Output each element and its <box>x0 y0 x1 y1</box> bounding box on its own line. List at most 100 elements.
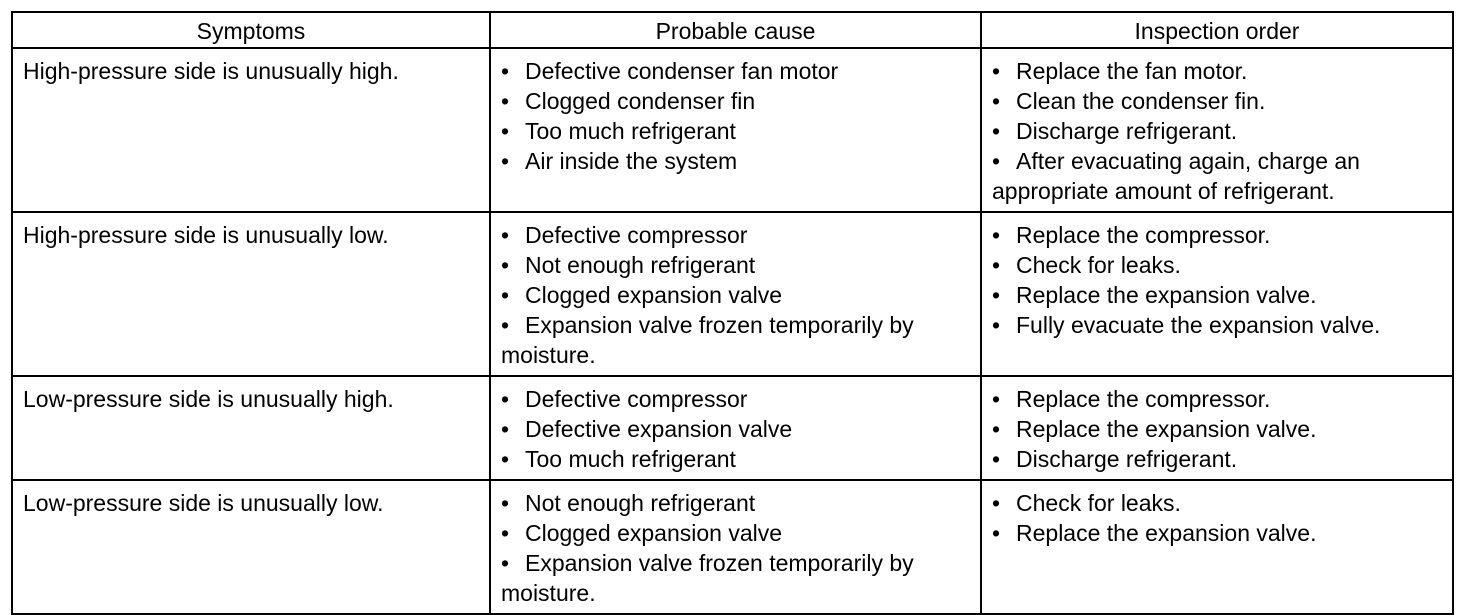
inspection-list: • Replace the fan motor. • Clean the conde… <box>992 56 1442 206</box>
bullet-icon: • <box>992 312 1001 338</box>
list-item: •Expansion valve frozen temporarily by m… <box>501 548 970 608</box>
list-item: •Defective condenser fan motor <box>501 56 970 86</box>
list-item-text: Replace the expansion valve. <box>1016 282 1317 308</box>
cause-cell: • Not enough refrigerant • Clogged expansi… <box>489 479 982 615</box>
bullet-icon: • <box>501 312 510 338</box>
list-item-text: Defective compressor <box>525 386 748 412</box>
bullet-icon: • <box>501 88 510 114</box>
list-item: • Clean the condenser fin. <box>992 86 1442 116</box>
list-item-text: Air inside the system <box>525 148 738 174</box>
symptom-cell: High-pressure side is unusually low. <box>11 211 491 377</box>
bullet-icon: • <box>501 490 510 516</box>
list-item: • Defective compressor <box>501 220 970 250</box>
header-row: Symptoms Probable cause Inspection order <box>11 11 1454 49</box>
bullet-icon: • <box>992 446 1001 472</box>
list-item: • Replace the fan motor. <box>992 56 1442 86</box>
bullet-icon: • <box>992 520 1001 546</box>
bullet-icon: • <box>501 118 510 144</box>
list-item: • Clogged condenser fin <box>501 86 970 116</box>
bullet-icon: • <box>501 520 510 546</box>
inspection-list: •Check for leaks. • Replace the expansion… <box>992 488 1442 548</box>
list-item-text: Too much refrigerant <box>525 446 736 472</box>
bullet-icon: • <box>501 252 510 278</box>
bullet-icon: • <box>992 416 1001 442</box>
list-item: • Too much refrigerant <box>501 444 970 474</box>
list-item-text: Check for leaks. <box>1016 490 1181 516</box>
list-item: • Clogged expansion valve <box>501 280 970 310</box>
table-row: Low-pressure side is unusually low. • Not… <box>11 479 1454 615</box>
list-item-text: Replace the expansion valve. <box>1016 416 1317 442</box>
bullet-icon: • <box>501 282 510 308</box>
inspection-cell: • Replace the compressor. • Check for leak… <box>980 211 1454 377</box>
bullet-icon: • <box>992 148 1001 174</box>
inspection-list: • Replace the compressor. • Replace the ex… <box>992 384 1442 474</box>
cause-cell: • Defective compressor • Not enough refrig… <box>489 211 982 377</box>
list-item: • Replace the compressor. <box>992 220 1442 250</box>
inspection-cell: •Check for leaks. • Replace the expansion… <box>980 479 1454 615</box>
header-inspection-order: Inspection order <box>980 11 1454 49</box>
list-item: • Replace the expansion valve. <box>992 280 1442 310</box>
list-item: • Too much refrigerant <box>501 116 970 146</box>
cause-cell: •Defective condenser fan motor •Clogged … <box>489 47 982 213</box>
list-item-text: Expansion valve frozen temporarily by mo… <box>501 550 914 606</box>
list-item-text: Fully evacuate the expansion valve. <box>1016 312 1381 338</box>
inspection-cell: • Replace the fan motor. • Clean the conde… <box>980 47 1454 213</box>
troubleshooting-table: Symptoms Probable cause Inspection order… <box>11 11 1454 615</box>
table-row: High-pressure side is unusually high. •D… <box>11 47 1454 213</box>
list-item-text: Replace the fan motor. <box>1016 58 1248 84</box>
bullet-icon: • <box>992 222 1001 248</box>
list-item-text: Clogged expansion valve <box>525 282 783 308</box>
list-item-text: Replace the compressor. <box>1016 386 1271 412</box>
list-item-text: Replace the compressor. <box>1016 222 1271 248</box>
list-item: • Replace the expansion valve. <box>992 414 1442 444</box>
inspection-list: • Replace the compressor. • Check for leak… <box>992 220 1442 340</box>
symptom-cell: Low-pressure side is unusually low. <box>11 479 491 615</box>
list-item: • Check for leaks. <box>992 250 1442 280</box>
list-item-text: Defective condenser fan motor <box>525 58 839 84</box>
bullet-icon: • <box>501 550 510 576</box>
list-item-text: Check for leaks. <box>1016 252 1181 278</box>
bullet-icon: • <box>992 88 1001 114</box>
list-item-text: Defective compressor <box>525 222 748 248</box>
list-item: • Fully evacuate the expansion valve. <box>992 310 1442 340</box>
bullet-icon: • <box>501 148 510 174</box>
list-item: • Not enough refrigerant <box>501 250 970 280</box>
list-item: • Not enough refrigerant <box>501 488 970 518</box>
bullet-icon: • <box>501 222 510 248</box>
cause-cell: • Defective compressor • Defective expansi… <box>489 375 982 481</box>
list-item: • Replace the compressor. <box>992 384 1442 414</box>
bullet-icon: • <box>501 446 510 472</box>
list-item: •After evacuating again, charge an appro… <box>992 146 1442 206</box>
table-row: High-pressure side is unusually low. • De… <box>11 211 1454 377</box>
list-item: • Defective compressor <box>501 384 970 414</box>
list-item-text: Discharge refrigerant. <box>1016 446 1238 472</box>
list-item-text: Too much refrigerant <box>525 118 736 144</box>
cause-list: •Defective condenser fan motor •Clogged … <box>501 56 970 176</box>
bullet-icon: • <box>501 386 510 412</box>
list-item-text: Clean the condenser fin. <box>1016 88 1266 114</box>
list-item-text: Defective expansion valve <box>525 416 793 442</box>
list-item-text: Not enough refrigerant <box>525 252 756 278</box>
list-item-text: Expansion valve frozen temporarily by mo… <box>501 312 914 368</box>
cause-list: • Defective compressor • Defective expansi… <box>501 384 970 474</box>
symptom-cell: Low-pressure side is unusually high. <box>11 375 491 481</box>
list-item-text: Not enough refrigerant <box>525 490 756 516</box>
bullet-icon: • <box>992 282 1001 308</box>
list-item-text: Clogged expansion valve <box>525 520 783 546</box>
list-item-text: After evacuating again, charge an approp… <box>992 148 1360 204</box>
list-item-text: Replace the expansion valve. <box>1016 520 1317 546</box>
table-row: Low-pressure side is unusually high. • De… <box>11 375 1454 481</box>
bullet-icon: • <box>992 386 1001 412</box>
header-probable-cause: Probable cause <box>489 11 982 49</box>
inspection-cell: • Replace the compressor. • Replace the ex… <box>980 375 1454 481</box>
symptom-cell: High-pressure side is unusually high. <box>11 47 491 213</box>
list-item: • Air inside the system <box>501 146 970 176</box>
list-item: •Discharge refrigerant. <box>992 116 1442 146</box>
bullet-icon: • <box>992 58 1001 84</box>
list-item: •Check for leaks. <box>992 488 1442 518</box>
bullet-icon: • <box>992 252 1001 278</box>
cause-list: • Not enough refrigerant • Clogged expansi… <box>501 488 970 608</box>
bullet-icon: • <box>992 118 1001 144</box>
list-item: • Replace the expansion valve. <box>992 518 1442 548</box>
list-item-text: Clogged condenser fin <box>525 88 756 114</box>
